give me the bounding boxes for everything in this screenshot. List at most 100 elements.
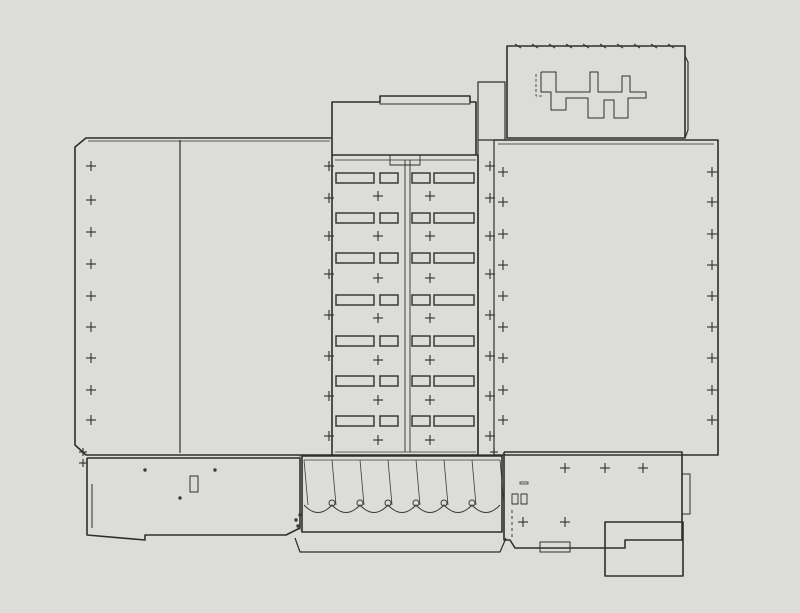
column-marker — [79, 459, 87, 467]
column-marker — [425, 395, 435, 405]
bench-rectangle — [335, 172, 375, 184]
column-marker — [425, 313, 435, 323]
arcade-scallops — [303, 504, 501, 513]
ne-annex-crenel — [531, 43, 539, 49]
sw-wing-pier — [189, 475, 199, 493]
column-marker — [498, 260, 508, 270]
column-marker — [425, 355, 435, 365]
column-marker — [498, 291, 508, 301]
arcade-divider — [303, 459, 309, 506]
arcade-divider — [499, 459, 505, 506]
column-marker — [86, 259, 96, 269]
arcade-column — [412, 499, 420, 507]
column-marker — [498, 322, 508, 332]
arcade-column — [384, 499, 392, 507]
bench-rectangle — [433, 375, 475, 387]
column-marker — [373, 435, 383, 445]
bench-rectangle — [335, 252, 375, 264]
ne-annex-crenel — [565, 43, 573, 49]
column-marker — [485, 231, 495, 241]
detail-dot — [296, 524, 300, 528]
column-marker — [485, 161, 495, 171]
arcade-column — [328, 499, 336, 507]
ne-annex-crenel — [650, 43, 658, 49]
arcade-column — [468, 499, 476, 507]
column-marker — [485, 269, 495, 279]
bench-rectangle — [411, 172, 431, 184]
bench-rectangle — [411, 294, 431, 306]
arcade-divider — [359, 459, 365, 506]
bench-rectangle — [335, 415, 375, 427]
column-marker — [707, 385, 717, 395]
east-hall-outline — [494, 139, 719, 456]
ne-annex-crenel — [667, 43, 675, 49]
arcade-divider — [471, 459, 477, 506]
column-marker — [518, 517, 528, 527]
arcade-divider — [443, 459, 449, 506]
column-marker — [425, 435, 435, 445]
bench-rectangle — [379, 415, 399, 427]
column-marker — [373, 395, 383, 405]
bench-rectangle — [411, 335, 431, 347]
column-marker — [485, 391, 495, 401]
north-annex-stair — [389, 154, 421, 166]
ne-annex-crenel — [548, 43, 556, 49]
column-marker — [485, 310, 495, 320]
column-marker — [324, 310, 334, 320]
bench-rectangle — [379, 212, 399, 224]
se-wing-south-block — [604, 521, 684, 577]
bench-rectangle — [433, 172, 475, 184]
column-marker — [498, 167, 508, 177]
ne-annex-crenel — [582, 43, 590, 49]
column-marker — [485, 431, 495, 441]
bench-rectangle — [411, 415, 431, 427]
bench-rectangle — [411, 212, 431, 224]
walls-group — [74, 45, 719, 577]
column-markers-group — [79, 161, 717, 527]
bench-rectangle — [379, 335, 399, 347]
column-marker — [425, 231, 435, 241]
detail-dot — [294, 518, 298, 522]
se-wing-east-bay — [681, 473, 691, 515]
column-marker — [600, 463, 610, 473]
column-marker — [86, 195, 96, 205]
column-marker — [560, 517, 570, 527]
column-marker — [638, 463, 648, 473]
column-marker — [498, 229, 508, 239]
column-marker — [373, 355, 383, 365]
column-marker — [707, 322, 717, 332]
column-marker — [86, 291, 96, 301]
column-marker — [373, 191, 383, 201]
se-wing-door-left — [511, 493, 519, 505]
ne-annex-crenel — [514, 43, 522, 49]
ne-annex-outline — [506, 45, 686, 139]
column-marker — [707, 291, 717, 301]
column-marker — [498, 353, 508, 363]
bench-rectangle — [433, 415, 475, 427]
column-marker — [324, 161, 334, 171]
column-marker — [86, 353, 96, 363]
se-wing-mark — [519, 481, 529, 485]
bench-rectangle — [379, 294, 399, 306]
bench-rectangle — [433, 335, 475, 347]
column-marker — [373, 313, 383, 323]
arcade-divider — [387, 459, 393, 506]
connector-north-stub — [477, 81, 506, 140]
column-marker — [707, 197, 717, 207]
column-marker — [425, 191, 435, 201]
bench-rectangle — [379, 252, 399, 264]
west-hall-outline — [74, 137, 332, 456]
column-marker — [560, 463, 570, 473]
column-marker — [324, 351, 334, 361]
column-marker — [86, 415, 96, 425]
sc-wing-south-edge — [294, 537, 507, 553]
ne-annex-crenel — [599, 43, 607, 49]
column-marker — [498, 197, 508, 207]
column-marker — [498, 385, 508, 395]
column-marker — [707, 229, 717, 239]
column-marker — [86, 161, 96, 171]
connector-corridor — [477, 139, 495, 456]
bench-rectangle — [335, 335, 375, 347]
column-marker — [373, 231, 383, 241]
